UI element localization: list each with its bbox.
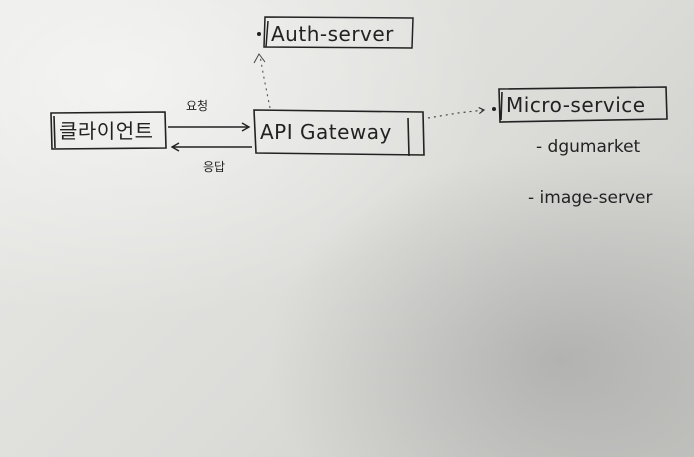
micro-service-node: Micro-service: [492, 86, 668, 123]
gateway-to-auth-dotted-line: [259, 55, 271, 109]
client-node: 클라이언트: [50, 111, 167, 150]
micro-service-connector-dot: [492, 107, 496, 111]
auth-server-box: [263, 16, 414, 49]
service-item-image-server: - image-server: [528, 188, 652, 208]
response-edge: 응답: [170, 142, 252, 174]
service-list: - dgumarket - image-server: [528, 137, 652, 208]
api-gateway-box: [253, 109, 425, 157]
request-label: 요청: [186, 99, 208, 113]
gateway-to-micro-edge: [427, 107, 486, 119]
api-gateway-label: API Gateway: [260, 120, 392, 144]
micro-service-box: [498, 86, 668, 123]
client-label: 클라이언트: [59, 119, 154, 143]
gateway-to-auth-arrowhead: [253, 53, 266, 64]
api-gateway-node: API Gateway: [253, 109, 425, 157]
request-edge: 요청: [168, 99, 251, 132]
auth-server-connector-dot: [257, 32, 261, 36]
micro-service-label: Micro-service: [506, 93, 646, 117]
response-label: 응답: [203, 160, 225, 174]
auth-server-label: Auth-server: [271, 22, 394, 46]
gateway-to-micro-dotted-line: [427, 107, 486, 119]
auth-server-node: Auth-server: [257, 16, 414, 49]
service-item-dgumarket: - dgumarket: [536, 137, 641, 157]
client-box: [50, 111, 167, 150]
gateway-to-auth-edge: [253, 53, 271, 109]
